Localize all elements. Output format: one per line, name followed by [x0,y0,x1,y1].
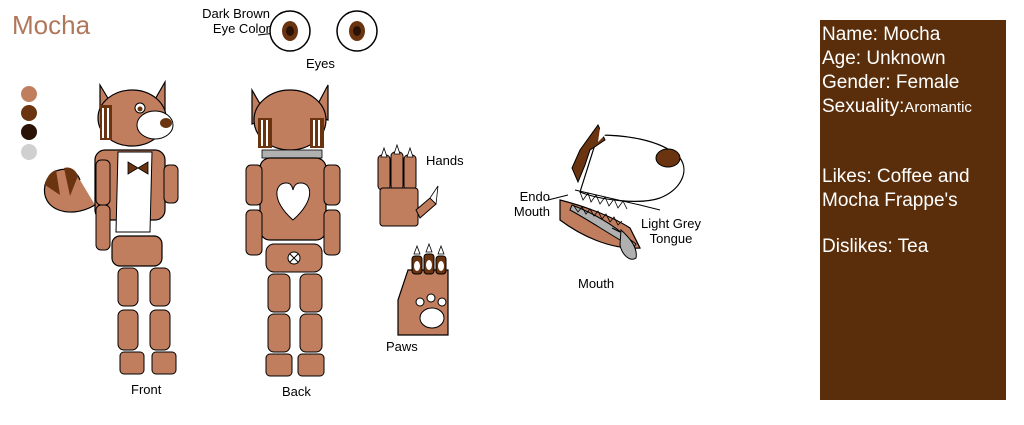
eyes-label: Eyes [306,56,335,71]
eye-color-label: Dark Brown Eye Color [202,6,270,36]
gender-line: Gender: Female [822,72,960,93]
age-line: Age: Unknown [822,48,946,69]
tongue-label: Light Grey Tongue [641,216,701,246]
name-line: Name: Mocha [822,24,941,45]
info-panel: Name: Mocha Age: Unknown Gender: Female … [820,20,1006,400]
sexuality-line: Sexuality:Aromantic [822,96,972,117]
likes-line-2: Mocha Frappe's [822,190,958,211]
paws-label: Paws [386,339,418,354]
color-swatch-grey [21,144,37,160]
left-eye-icon [269,10,311,52]
mouth-label: Mouth [578,276,615,291]
dislikes-line: Dislikes: Tea [822,236,929,257]
character-name-title: Mocha [12,10,91,40]
likes-line-1: Likes: Coffee and [822,166,970,187]
hands-label: Hands [426,153,464,168]
front-label: Front [131,382,162,397]
right-eye-icon [336,10,378,52]
back-label: Back [282,384,311,399]
color-swatch-brown [21,105,37,121]
color-swatch-light-brown [21,86,37,102]
color-swatch-dark-brown [21,124,37,140]
endo-mouth-label: Endo Mouth [513,189,550,219]
